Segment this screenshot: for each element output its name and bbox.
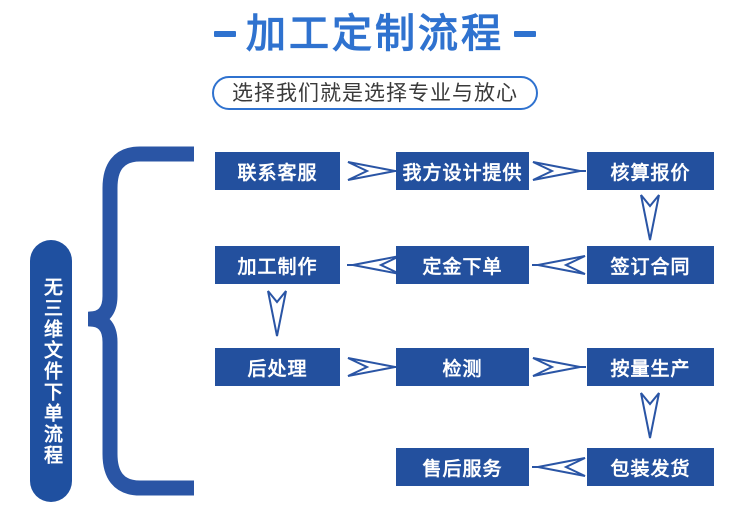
subtitle-text: 选择我们就是选择专业与放心 bbox=[232, 80, 518, 105]
flow-box-anliang-shengchan[interactable]: 按量生产 bbox=[587, 348, 714, 386]
double-chevron-right-icon bbox=[347, 357, 401, 377]
flow-box-houchuli[interactable]: 后处理 bbox=[215, 348, 340, 386]
chevron-down-icon bbox=[267, 290, 287, 337]
flow-box-shouhou-fuwu[interactable]: 售后服务 bbox=[396, 448, 529, 486]
title-dash-left-icon bbox=[214, 31, 236, 37]
flow-box-dingjin-xiadan[interactable]: 定金下单 bbox=[396, 246, 529, 284]
side-label-text: 无三维文件下单流程 bbox=[40, 276, 63, 466]
flow-box-wofang-sheji-tigong[interactable]: 我方设计提供 bbox=[396, 152, 529, 190]
double-chevron-right-icon bbox=[532, 161, 586, 181]
double-chevron-left-icon bbox=[532, 457, 586, 477]
double-chevron-right-icon bbox=[347, 161, 401, 181]
chevron-down-icon bbox=[640, 194, 660, 241]
flow-box-lianxi-kefu[interactable]: 联系客服 bbox=[215, 152, 340, 190]
page-title: 加工定制流程 bbox=[0, 8, 750, 60]
title-text: 加工定制流程 bbox=[246, 11, 504, 57]
curly-brace-icon bbox=[88, 146, 194, 496]
double-chevron-right-icon bbox=[532, 357, 586, 377]
side-label-pill: 无三维文件下单流程 bbox=[30, 240, 72, 502]
flow-box-hesuan-baojia[interactable]: 核算报价 bbox=[587, 152, 714, 190]
flow-box-qianding-hetong[interactable]: 签订合同 bbox=[587, 246, 714, 284]
subtitle-badge: 选择我们就是选择专业与放心 bbox=[212, 76, 538, 110]
double-chevron-left-icon bbox=[347, 255, 401, 275]
flow-box-jiagong-zhizuo[interactable]: 加工制作 bbox=[215, 246, 340, 284]
flow-box-baozhuang-fahuo[interactable]: 包装发货 bbox=[587, 448, 714, 486]
flow-box-jiance[interactable]: 检测 bbox=[396, 348, 529, 386]
title-dash-right-icon bbox=[514, 31, 536, 37]
double-chevron-left-icon bbox=[532, 255, 586, 275]
chevron-down-icon bbox=[640, 392, 660, 439]
